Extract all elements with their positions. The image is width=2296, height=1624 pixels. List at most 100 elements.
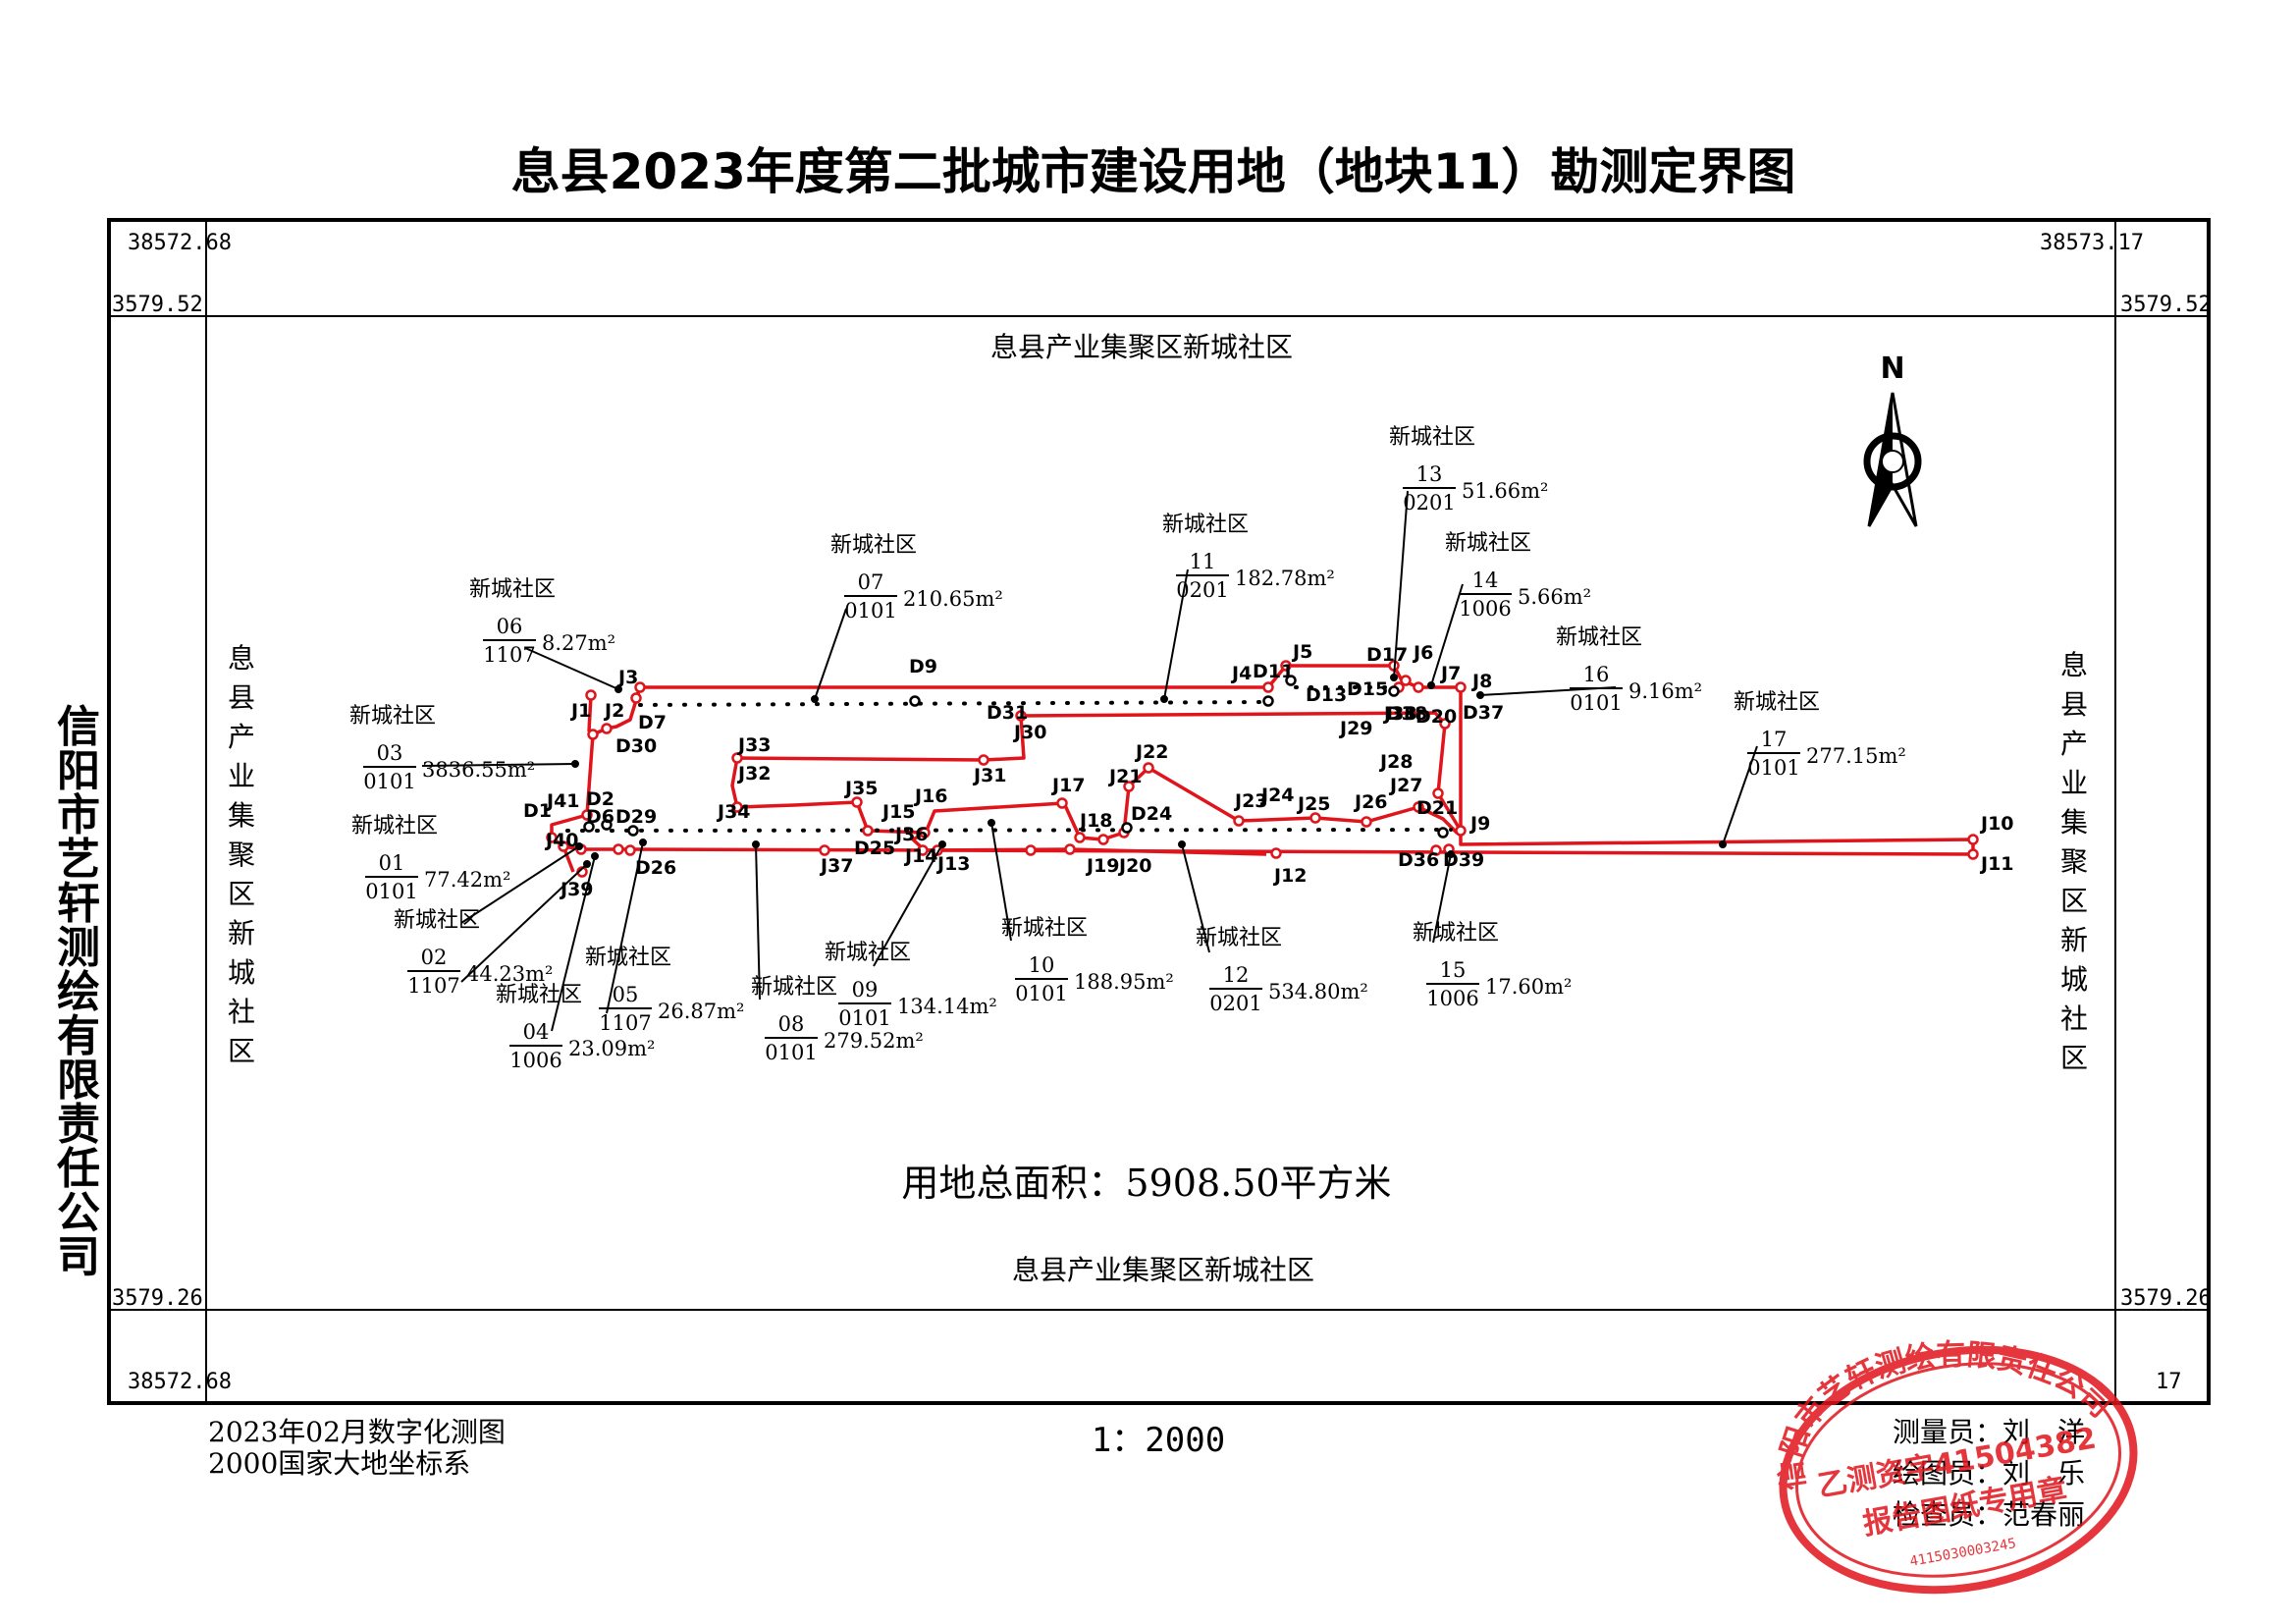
leader-end-marker [614,685,622,693]
boundary-point-marker [634,681,646,693]
point-label: J18 [1078,810,1113,832]
parcel-area: 210.65m² [903,587,1003,611]
coord-top-right-x: 38573.17 [2040,231,2144,255]
coord-top-left-x: 38572.68 [128,231,232,255]
boundary-point-marker [1143,762,1154,774]
leader-end-marker [591,852,599,860]
coord-bottom-left-x: 38572.68 [128,1370,232,1394]
point-label: J32 [736,763,772,785]
parcel-number: 05 [613,983,639,1006]
company-seal: 信阳市艺轩测绘有限责任公司 乙测资字41504382 报告图纸专用章 41150… [1774,1337,2138,1595]
leader-end-marker [811,695,819,703]
total-area: 用地总面积：5908.50平方米 [901,1162,1391,1205]
parcel-number: 16 [1583,663,1610,686]
boundary-point-marker [1097,834,1109,845]
parcel-owner: 新城社区 [1413,921,1499,946]
boundary-point-marker [1025,844,1037,856]
leader-line [814,608,847,700]
point-label: J20 [1117,855,1152,877]
leader-line [1163,568,1189,700]
parcel-code: 0101 [1015,982,1067,1005]
point-label: J15 [881,801,916,823]
neighbor-right-char: 业 [2060,767,2088,799]
point-label: J34 [716,801,751,823]
boundary-point-marker [1455,825,1467,837]
parcel-number: 17 [1761,728,1788,751]
north-arrow-icon: N [1863,352,1922,527]
point-label: J28 [1378,751,1414,773]
point-label: D26 [635,857,676,879]
inner-frame [205,315,2116,1311]
company-label-char: 艺 [57,835,100,885]
parcel-code: 0101 [838,1006,890,1030]
parcel-owner: 新城社区 [349,704,436,729]
leader-end-marker [575,842,583,850]
boundary-point-marker [613,843,624,855]
neighbor-left-char: 县 [228,681,255,714]
footer-date: 2023年02月数字化测图 [208,1416,506,1448]
control-point-marker [1121,822,1133,834]
leader-end-marker [1160,695,1168,703]
company-label-char: 轩 [57,879,100,929]
parcel-area: 182.78m² [1235,567,1335,590]
neighbor-right-char: 息 [2060,649,2088,681]
company-label-char: 市 [57,790,100,840]
boundary-point-marker [1967,848,1979,860]
parcel-code: 1107 [599,1011,651,1035]
neighbor-left-char: 区 [228,878,255,910]
leader-line [1393,490,1409,678]
parcel-owner: 新城社区 [1445,531,1531,556]
neighbor-left-char: 聚 [228,839,255,871]
point-label: J1 [569,700,591,722]
point-label: D29 [615,806,657,828]
boundary-point-marker [1400,675,1412,686]
leader-end-marker [752,840,760,848]
parcel-number: 14 [1472,568,1499,592]
coord-bottom-right-y: 3579.26 [2120,1286,2212,1311]
parcel-owner: 新城社区 [1162,513,1249,537]
neighbor-right-char: 城 [2060,963,2088,996]
boundary-point-marker [919,827,931,839]
parcel-code: 0101 [1570,691,1622,715]
coord-top-right-y: 3579.52 [2120,293,2212,317]
boundary-point-marker [1413,801,1424,813]
neighbor-right-char: 县 [2060,688,2088,721]
leader-line [1722,745,1758,845]
company-label-char: 信 [57,702,100,752]
parcel-area: 26.87m² [658,1000,744,1023]
point-label: D21 [1416,797,1458,819]
boundary-point-marker [1361,816,1372,828]
point-label: J36 [893,824,929,845]
point-label: J25 [1296,793,1331,815]
point-label: D1 [523,800,552,822]
leader-line [524,647,619,690]
leader-end-marker [938,840,946,848]
company-label-char: 有 [57,1011,100,1061]
parcel-number: 15 [1440,958,1467,982]
boundary-point-marker [601,723,613,734]
neighbor-right-char: 集 [2060,806,2088,839]
parcel-number: 03 [377,741,403,765]
neighbor-left-char: 集 [228,799,255,832]
point-label: J23 [1233,790,1268,812]
outer-frame [107,218,2211,1405]
point-label: J7 [1439,663,1461,684]
point-label: J35 [843,778,879,799]
parcel-code: 0101 [844,599,896,623]
point-label: J16 [913,785,948,807]
point-label: J9 [1468,813,1490,835]
point-label: J17 [1050,775,1086,796]
neighbor-left-char: 区 [228,1035,255,1067]
company-label-char: 测 [57,923,100,973]
parcel-number: 10 [1029,953,1055,977]
boundary-point-marker [1270,847,1282,859]
point-label: J6 [1412,642,1433,664]
boundary-point-marker [978,754,989,766]
point-label: J29 [1338,718,1373,739]
boundary-point-marker [862,825,874,837]
leader-line [421,763,576,767]
